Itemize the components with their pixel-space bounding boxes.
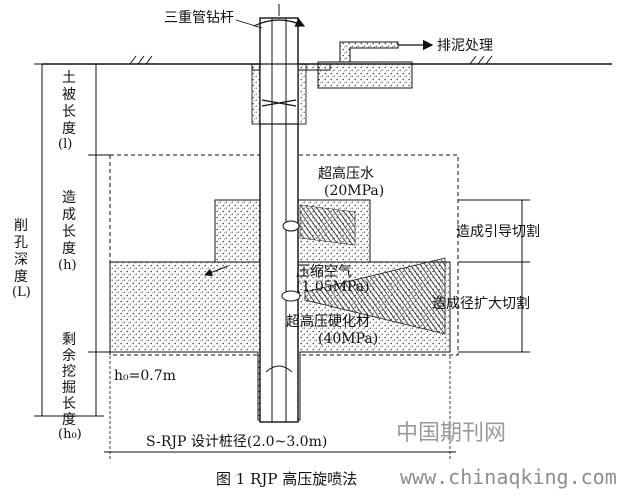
svg-text:余: 余: [62, 347, 76, 364]
hp-water-pressure: (20MPa): [324, 183, 384, 199]
svg-text:(L): (L): [12, 285, 31, 300]
pile-diameter-label: S-RJP 设计桩径(2.0~3.0m): [146, 433, 327, 450]
watermark-cn: 中国期刊网: [396, 421, 506, 446]
svg-text:长: 长: [62, 104, 76, 120]
bore-depth-label: 削 孔 深 度 (L): [12, 218, 31, 300]
svg-text:度: 度: [62, 241, 76, 257]
remain-length-label: 剩 余 挖 掘 长 度 (h₀): [58, 332, 82, 442]
svg-text:深: 深: [14, 252, 28, 268]
watermark-url: www.chinaqking.com: [400, 465, 617, 489]
svg-text:土: 土: [62, 70, 76, 86]
guide-cut-label: 造成引导切割: [456, 223, 540, 240]
svg-text:长: 长: [62, 396, 76, 412]
drill-pipe-label: 三重管钻杆: [164, 10, 234, 26]
mud-discharge-label: 排泥处理: [437, 38, 493, 54]
svg-text:(h₀): (h₀): [58, 427, 82, 442]
svg-text:(l): (l): [58, 137, 72, 152]
svg-text:削: 削: [14, 218, 28, 234]
hardener-label: 超高压硬化材: [286, 313, 370, 330]
svg-text:掘: 掘: [62, 380, 76, 396]
water-jet-hatch: [299, 204, 356, 246]
expand-cut-label: 造成径扩大切割: [432, 295, 530, 312]
formed-length-label: 造 成 长 度 (h): [58, 190, 77, 273]
svg-text:成: 成: [62, 207, 76, 223]
svg-text:孔: 孔: [14, 235, 28, 251]
svg-text:长: 长: [62, 224, 76, 240]
figure-caption: 图 1 RJP 高压旋喷法: [216, 470, 357, 488]
svg-text:度: 度: [62, 121, 76, 137]
right-dimension-lines: [458, 199, 530, 353]
svg-text:被: 被: [62, 87, 76, 103]
svg-text:造: 造: [62, 190, 76, 206]
svg-text:(h): (h): [58, 258, 77, 273]
svg-text:挖: 挖: [62, 364, 76, 380]
left-dimension-lines: [34, 63, 112, 417]
svg-text:度: 度: [14, 269, 28, 285]
drill-pipe: [251, 4, 307, 423]
svg-text:剩: 剩: [62, 332, 76, 348]
hardener-pressure: (40MPa): [318, 331, 378, 347]
air-pressure: (1.05MPa): [296, 279, 370, 295]
soil-length-label: 土 被 长 度 (l): [58, 70, 76, 152]
svg-text:度: 度: [62, 412, 76, 428]
h0-value: h₀=0.7m: [114, 368, 176, 384]
pile-diameter-dimension: [104, 356, 456, 460]
expand-cut-cone: [304, 257, 446, 335]
hp-water-label: 超高压水: [318, 165, 374, 182]
air-label: 压缩空气: [296, 264, 352, 280]
